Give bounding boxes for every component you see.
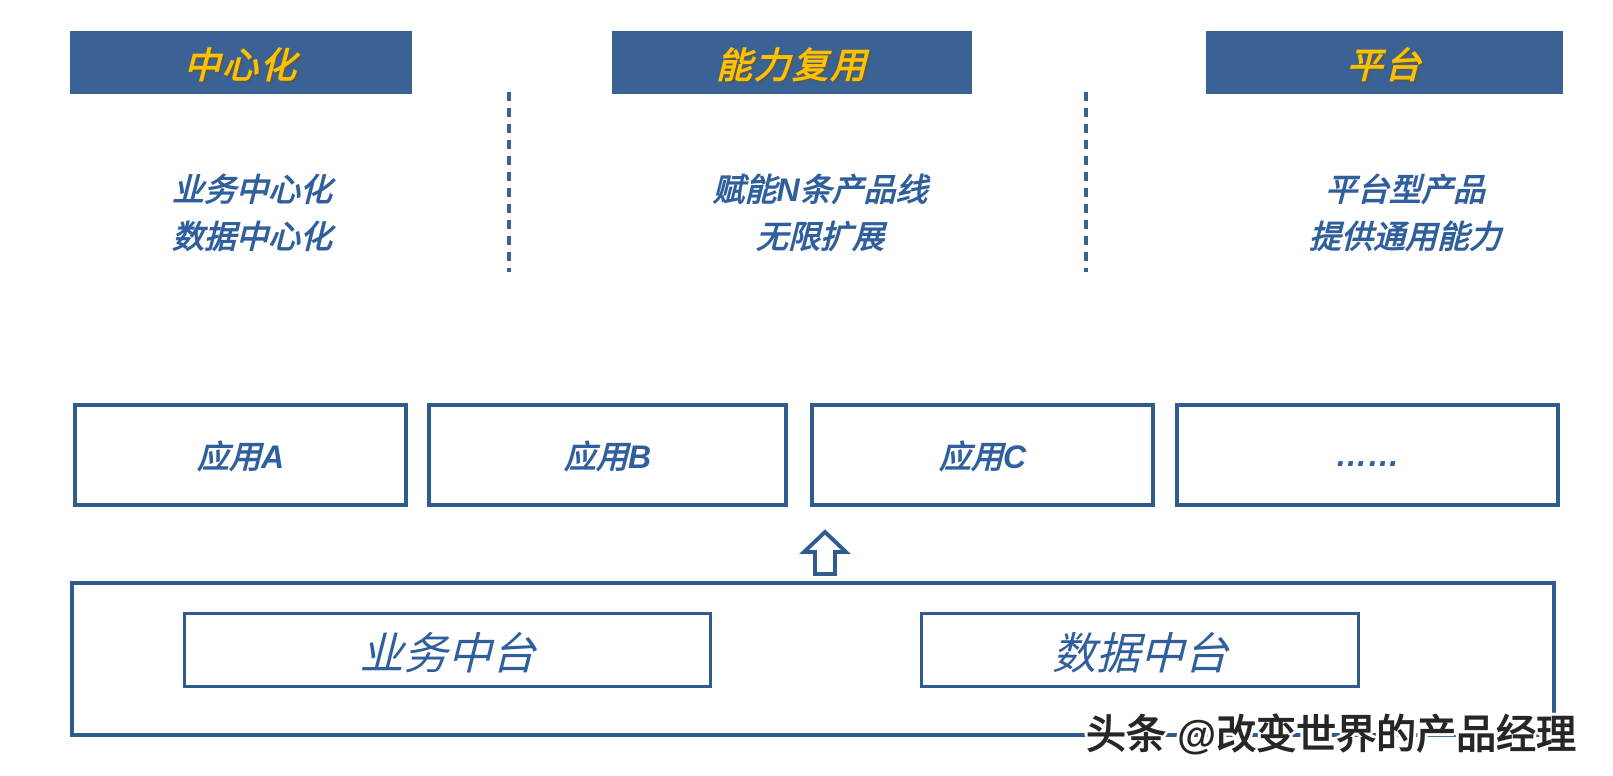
app-box-label: 应用A: [196, 439, 285, 475]
platform-box-label: 业务中台: [359, 630, 536, 679]
description-line: 平台型产品: [1324, 172, 1485, 208]
description-line: 业务中心化: [171, 172, 332, 208]
column-header-centralization: 中心化: [70, 31, 412, 94]
description-line: 赋能N条产品线: [712, 172, 928, 208]
column-divider: [1084, 92, 1088, 272]
app-box-label: ……: [1335, 436, 1400, 473]
column-header-label: 中心化: [183, 44, 298, 86]
column-header-capability-reuse: 能力复用: [612, 31, 972, 94]
business-middle-platform-box: 业务中台: [183, 612, 712, 688]
app-box-a: 应用A: [73, 403, 408, 507]
app-box-label: 应用C: [938, 439, 1027, 475]
app-box-c: 应用C: [810, 403, 1155, 507]
column-description-capability-reuse: 赋能N条产品线 无限扩展: [640, 167, 1000, 261]
column-description-centralization: 业务中心化 数据中心化: [72, 167, 432, 261]
watermark: 头条 @改变世界的产品经理: [1086, 713, 1577, 757]
description-line: 数据中心化: [171, 219, 332, 255]
column-header-platform: 平台: [1206, 31, 1563, 94]
column-divider: [507, 92, 511, 272]
column-description-platform: 平台型产品 提供通用能力: [1225, 167, 1585, 261]
platform-box-label: 数据中台: [1052, 630, 1228, 679]
up-arrow-icon: [799, 529, 851, 577]
app-box-b: 应用B: [427, 403, 788, 507]
description-line: 提供通用能力: [1308, 219, 1501, 255]
app-box-ellipsis: ……: [1175, 403, 1560, 507]
app-box-label: 应用B: [563, 439, 652, 475]
column-header-label: 平台: [1346, 44, 1423, 86]
data-middle-platform-box: 数据中台: [920, 612, 1360, 688]
column-header-label: 能力复用: [715, 44, 868, 86]
description-line: 无限扩展: [755, 219, 884, 255]
